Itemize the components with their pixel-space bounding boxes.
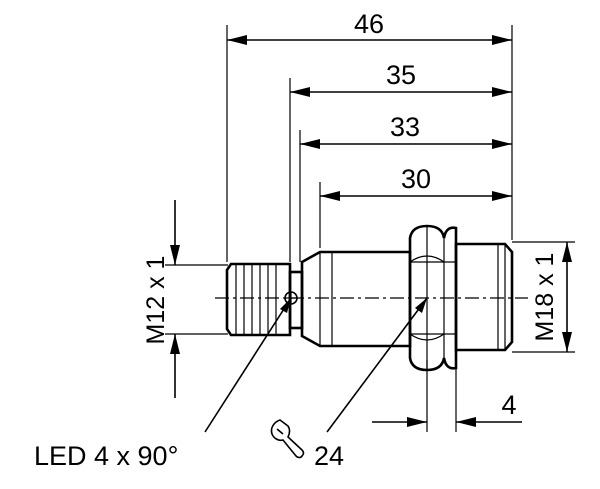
dimension-4: 4 — [372, 390, 522, 427]
wrench-icon — [270, 419, 305, 459]
led-callout-label: LED 4 x 90° — [34, 441, 178, 471]
thread-m18-label: M18 x 1 — [531, 253, 559, 342]
dimension-33-label: 33 — [390, 112, 420, 142]
dimension-4-label: 4 — [501, 390, 516, 420]
wrench-size-label: 24 — [314, 441, 344, 471]
thread-dimension-m18: M18 x 1 — [512, 241, 575, 353]
dimension-30: 30 — [320, 164, 512, 201]
leader-lines — [204, 297, 428, 433]
dimension-33: 33 — [300, 112, 512, 149]
dimension-46-label: 46 — [354, 9, 384, 39]
thread-dimension-m12: M12 x 1 — [142, 200, 228, 398]
dimension-35: 35 — [290, 60, 512, 97]
dimension-35-label: 35 — [386, 60, 416, 90]
dimension-46: 46 — [227, 9, 512, 45]
thread-m12-label: M12 x 1 — [142, 256, 170, 345]
dimension-30-label: 30 — [401, 164, 431, 194]
extension-lines — [226, 25, 513, 432]
